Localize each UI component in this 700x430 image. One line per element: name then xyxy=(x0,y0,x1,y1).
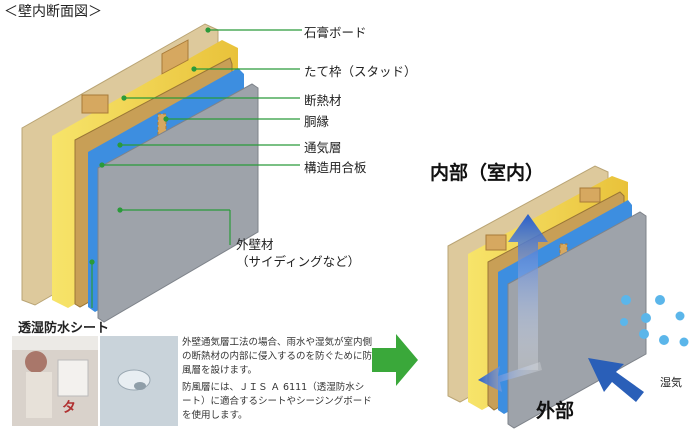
membrane-heading: 透湿防水シート xyxy=(18,321,110,336)
airflow-up-arrow xyxy=(508,214,548,370)
stud-2b xyxy=(579,187,601,203)
siding-panel-2 xyxy=(507,211,647,429)
humidity-label: 湿気 xyxy=(660,376,682,389)
label-exterior-2: （サイディングなど） xyxy=(236,254,361,269)
membrane-desc-2: 防風層には、ＪＩＳ Ａ 6111（透湿防水シート）に適合するシートやシージングボ… xyxy=(182,382,372,421)
label-stud: たて枠（スタッド） xyxy=(304,64,417,79)
leader-lines xyxy=(89,27,302,308)
stud-left xyxy=(81,94,109,114)
label-air-layer: 通気層 xyxy=(304,140,342,155)
label-insulation: 断熱材 xyxy=(304,93,342,108)
page-title: ＜壁内断面図＞ xyxy=(4,4,102,20)
membrane-desc-1: 外壁通気層工法の場合、雨水や湿気が室内側の断熱材の内部に侵入するのを防ぐために防… xyxy=(182,337,373,376)
humidity-dots xyxy=(620,295,689,347)
label-furring: 胴縁 xyxy=(304,114,330,129)
siding-panel xyxy=(97,83,259,323)
label-sheathing: 構造用合板 xyxy=(304,160,367,175)
outside-label: 外部 xyxy=(536,400,575,422)
label-gypsum-board: 石膏ボード xyxy=(304,25,367,40)
moisture-arrow xyxy=(588,358,644,402)
airflow-left-arrow xyxy=(478,362,542,392)
svg-text:タ: タ xyxy=(62,399,76,415)
stud-2a xyxy=(485,234,507,251)
inside-label: 内部（室内） xyxy=(430,162,545,184)
stud-top xyxy=(161,39,189,75)
green-arrow xyxy=(372,334,418,386)
label-exterior-1: 外壁材 xyxy=(236,237,274,252)
